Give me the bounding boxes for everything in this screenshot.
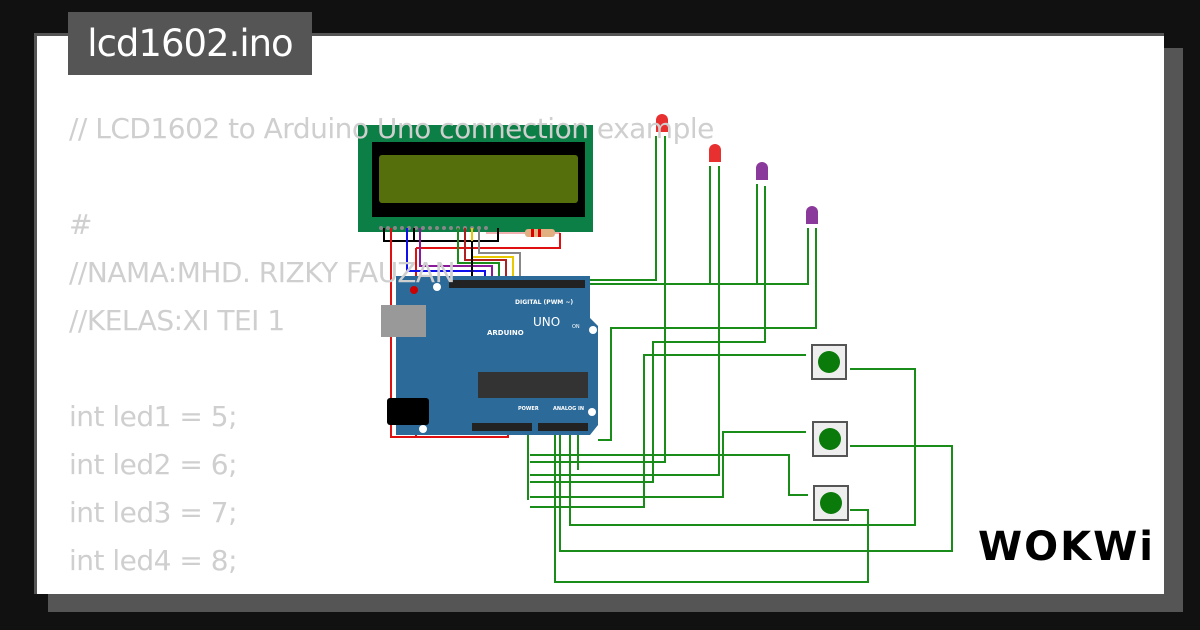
file-tab-title: lcd1602.ino <box>68 12 312 75</box>
lcd1602-display <box>358 125 593 232</box>
preview-panel <box>34 33 1164 594</box>
power-label: POWER <box>518 406 539 412</box>
led-purple-1 <box>756 162 768 180</box>
green-wires <box>527 136 953 583</box>
pushbutton-2[interactable] <box>812 421 848 457</box>
pushbutton-1[interactable] <box>811 344 847 380</box>
on-label: ON <box>572 324 580 330</box>
brand-label: ARDUINO <box>487 329 524 337</box>
led-red-2 <box>709 144 721 162</box>
digital-label: DIGITAL (PWM ~) <box>515 299 573 306</box>
wokwi-logo: WOKWi <box>978 524 1155 570</box>
led-red-1 <box>656 114 668 132</box>
led-purple-2 <box>806 206 818 224</box>
arduino-uno-board: DIGITAL (PWM ~) ARDUINO UNO ON POWER ANA… <box>381 276 598 435</box>
pushbutton-3[interactable] <box>813 485 849 521</box>
uno-label: UNO <box>533 315 560 329</box>
analog-label: ANALOG IN <box>553 406 584 412</box>
preview-panel-surface <box>37 36 1164 594</box>
